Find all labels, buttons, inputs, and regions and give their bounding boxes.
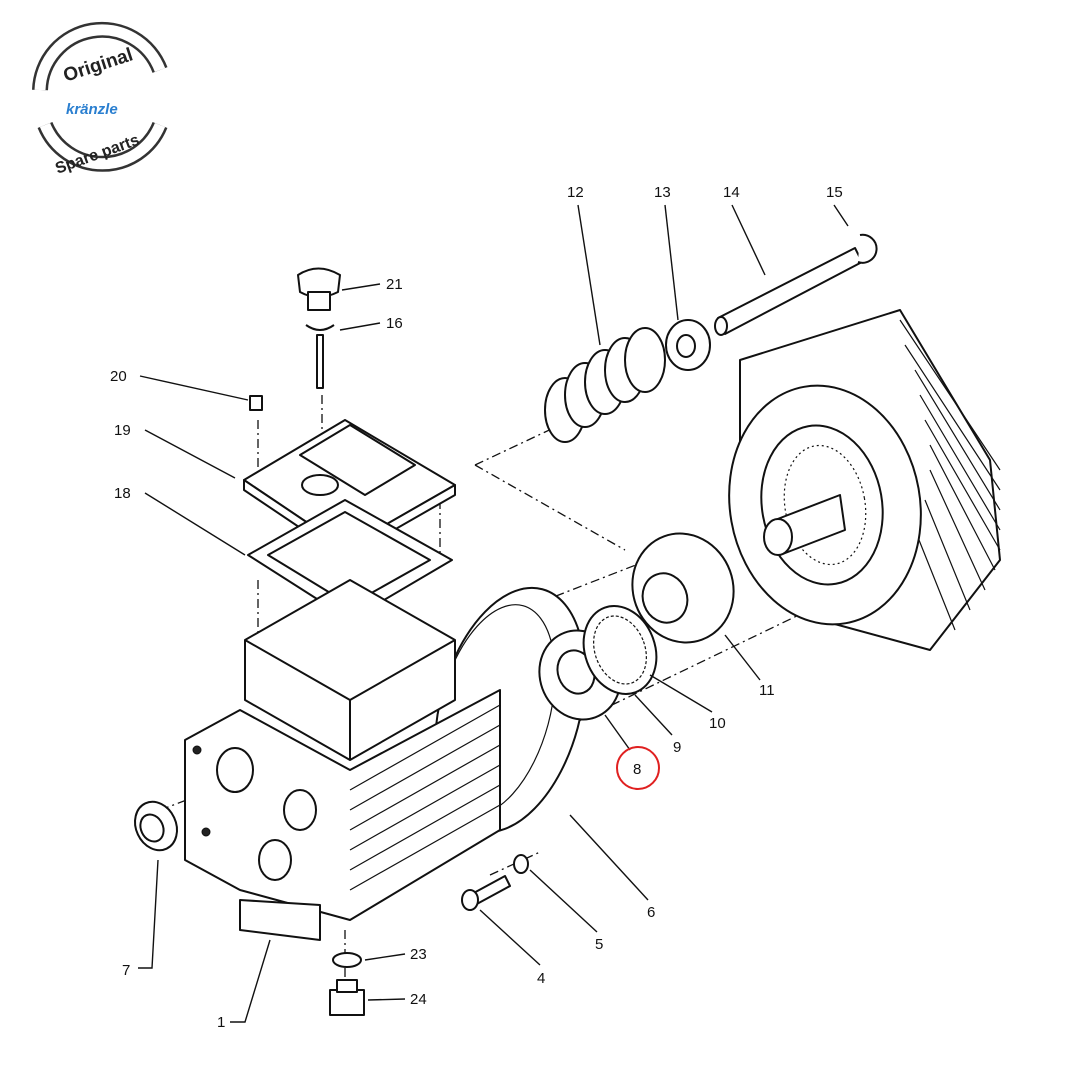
- part-13-washer: [665, 319, 711, 371]
- part-12-spring: [544, 327, 666, 443]
- part-14-shaft: [714, 247, 863, 336]
- label-14: 14: [723, 184, 740, 201]
- label-24: 24: [410, 991, 427, 1008]
- highlight-circle: [616, 746, 660, 790]
- label-12: 12: [567, 184, 584, 201]
- leader-lines: [138, 204, 849, 1023]
- part-20-screw: [249, 395, 263, 411]
- label-21: 21: [386, 276, 403, 293]
- label-13: 13: [654, 184, 671, 201]
- label-1: 1: [217, 1014, 225, 1031]
- label-7: 7: [122, 962, 130, 979]
- label-18: 18: [114, 485, 131, 502]
- part-7-plug-seal: [134, 800, 178, 852]
- motor-fan-housing: [728, 309, 1001, 651]
- label-20: 20: [110, 368, 127, 385]
- part-15-circlip: [857, 233, 878, 264]
- label-23: 23: [410, 946, 427, 963]
- part-24-drain-plug: [329, 979, 365, 1016]
- part-4-screw: [461, 875, 511, 911]
- label-8[interactable]: 8: [633, 761, 641, 778]
- label-15: 15: [826, 184, 843, 201]
- label-9: 9: [673, 739, 681, 756]
- label-5: 5: [595, 936, 603, 953]
- label-16: 16: [386, 315, 403, 332]
- part-1-pump-housing: [184, 579, 501, 941]
- label-10: 10: [709, 715, 726, 732]
- part-11-swash-plate: [631, 532, 735, 644]
- part-18-gasket: [247, 499, 453, 621]
- part-number-labels: 12 13 14 15 21 16 20 19 18 11 10 9 8 6 5…: [110, 184, 843, 1031]
- svg-text:kränzle: kränzle: [66, 101, 118, 118]
- part-23-o-ring: [332, 952, 362, 968]
- part-5-washer: [513, 854, 529, 874]
- svg-text:Original: Original: [61, 44, 136, 86]
- label-19: 19: [114, 422, 131, 439]
- part-21-oil-cap: [297, 267, 341, 389]
- original-spare-parts-logo: Original kränzle Spare parts: [32, 21, 168, 178]
- label-11: 11: [759, 682, 775, 699]
- label-6: 6: [647, 904, 655, 921]
- label-4: 4: [537, 970, 545, 987]
- part-9-bearing-cage: [582, 605, 658, 695]
